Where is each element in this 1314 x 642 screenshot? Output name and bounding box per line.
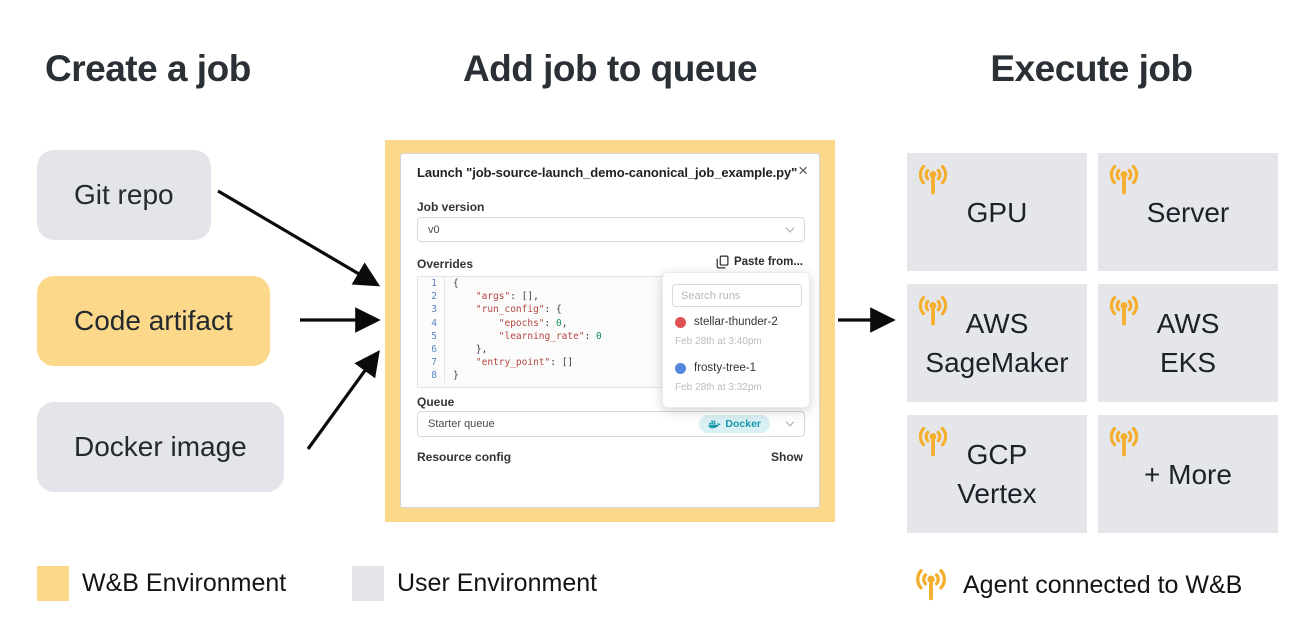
line-number: 1: [431, 278, 437, 289]
target-label: Vertex: [957, 478, 1037, 509]
legend-label: W&B Environment: [82, 569, 287, 597]
target-label: GPU: [966, 196, 1028, 228]
queue-label: Queue: [417, 395, 455, 409]
job-version-label: Job version: [417, 200, 485, 214]
target-label: EKS: [1159, 347, 1217, 378]
docker-badge-label: Docker: [725, 418, 761, 430]
wb-swatch: [37, 566, 69, 601]
target-box-aws-eks: AWS EKS: [1098, 284, 1278, 402]
target-label: SageMaker: [925, 347, 1069, 378]
show-link[interactable]: Show: [771, 450, 803, 464]
paste-from-button[interactable]: Paste from...: [716, 255, 803, 269]
code-line: 5 "learning_rate": 0: [418, 329, 804, 343]
run-timestamp: Feb 28th at 3:40pm: [675, 336, 762, 347]
code-line: 1{: [418, 277, 804, 291]
line-number: 7: [431, 357, 437, 369]
target-box-gcp-vertex: GCP Vertex: [907, 415, 1087, 533]
legend-item-w-b-environment: W&B Environment: [37, 566, 286, 601]
docker-whale-icon: [708, 420, 721, 429]
search-runs-input[interactable]: [672, 284, 802, 307]
target-box-server: Server: [1098, 153, 1278, 271]
heading-create-a-job: Create a job: [45, 48, 251, 89]
run-name: frosty-tree-1: [694, 362, 756, 374]
source-box-git-repo: Git repo: [37, 150, 211, 240]
chevron-down-icon: [785, 226, 795, 233]
run-color-dot: [675, 316, 686, 328]
agent-antenna-icon: [1109, 295, 1139, 326]
copy-icon: [716, 255, 729, 269]
legend-label: Agent connected to W&B: [963, 570, 1243, 599]
target-box-aws-sagemaker: AWS SageMaker: [907, 284, 1087, 402]
run-item-frosty-tree-1[interactable]: frosty-tree-1: [675, 362, 756, 374]
agent-antenna-icon: [918, 164, 948, 195]
code-text: {: [444, 277, 459, 291]
code-line: 8}: [418, 369, 804, 383]
agent-antenna-icon: [918, 426, 948, 457]
agent-antenna-icon: [916, 569, 946, 601]
target-label: + More: [1144, 458, 1232, 490]
run-item-stellar-thunder-2[interactable]: stellar-thunder-2: [675, 316, 778, 328]
close-icon[interactable]: ×: [798, 161, 808, 180]
line-number: 4: [431, 317, 437, 329]
target-label: AWS: [965, 308, 1029, 339]
target-label: AWS: [1156, 308, 1220, 339]
code-line: 7 "entry_point": []: [418, 356, 804, 370]
target-box-gpu: GPU: [907, 153, 1087, 271]
code-text: }: [444, 369, 459, 383]
resource-config-label: Resource config: [417, 450, 512, 464]
target-label: GCP: [966, 439, 1028, 470]
agent-antenna-icon: [918, 295, 948, 326]
heading-add-job-to-queue: Add job to queue: [462, 48, 758, 89]
code-text: "epochs": 0,: [444, 316, 567, 330]
user-swatch: [352, 566, 384, 601]
run-timestamp: Feb 28th at 3:32pm: [675, 382, 762, 393]
line-number: 8: [431, 370, 437, 382]
queue-value: Starter queue: [428, 418, 495, 430]
code-text: "entry_point": []: [444, 356, 573, 370]
job-version-value: v0: [428, 223, 440, 236]
run-name: stellar-thunder-2: [694, 316, 778, 328]
code-text: "run_config": {: [444, 303, 562, 317]
code-text: "args": [],: [444, 290, 539, 304]
agent-antenna-icon: [1109, 426, 1139, 457]
source-box-docker-image: Docker image: [37, 402, 284, 492]
legend-label: User Environment: [397, 569, 598, 597]
code-line: 2 "args": [],: [418, 290, 804, 304]
paste-from-label: Paste from...: [733, 256, 803, 268]
source-box-code-artifact: Code artifact: [37, 276, 270, 366]
queue-select[interactable]: Starter queue Docker: [417, 411, 805, 437]
overrides-label: Overrides: [417, 257, 474, 271]
legend-item-agent-connected-to-w-b: Agent connected to W&B: [912, 566, 1242, 604]
target-box-more: + More: [1098, 415, 1278, 533]
line-number: 3: [431, 304, 437, 316]
code-line: 4 "epochs": 0,: [418, 316, 804, 330]
heading-execute-job: Execute job: [990, 48, 1193, 89]
code-text: "learning_rate": 0: [444, 329, 602, 343]
legend-item-user-environment: User Environment: [352, 566, 597, 601]
agent-antenna-icon: [1109, 164, 1139, 195]
resource-config-row: Resource config Show: [417, 450, 803, 464]
target-label: Server: [1146, 196, 1230, 228]
code-line: 3 "run_config": {: [418, 303, 804, 317]
line-number: 2: [431, 291, 437, 303]
chevron-down-icon: [785, 421, 795, 427]
code-line: 6 },: [418, 342, 804, 357]
job-version-select[interactable]: v0: [417, 217, 805, 242]
code-text: },: [444, 342, 487, 357]
run-color-dot: [675, 362, 686, 374]
docker-badge: Docker: [699, 415, 770, 433]
line-number: 5: [431, 330, 437, 342]
modal-title: Launch "job-source-launch_demo-canonical…: [417, 165, 798, 180]
line-number: 6: [431, 343, 437, 355]
